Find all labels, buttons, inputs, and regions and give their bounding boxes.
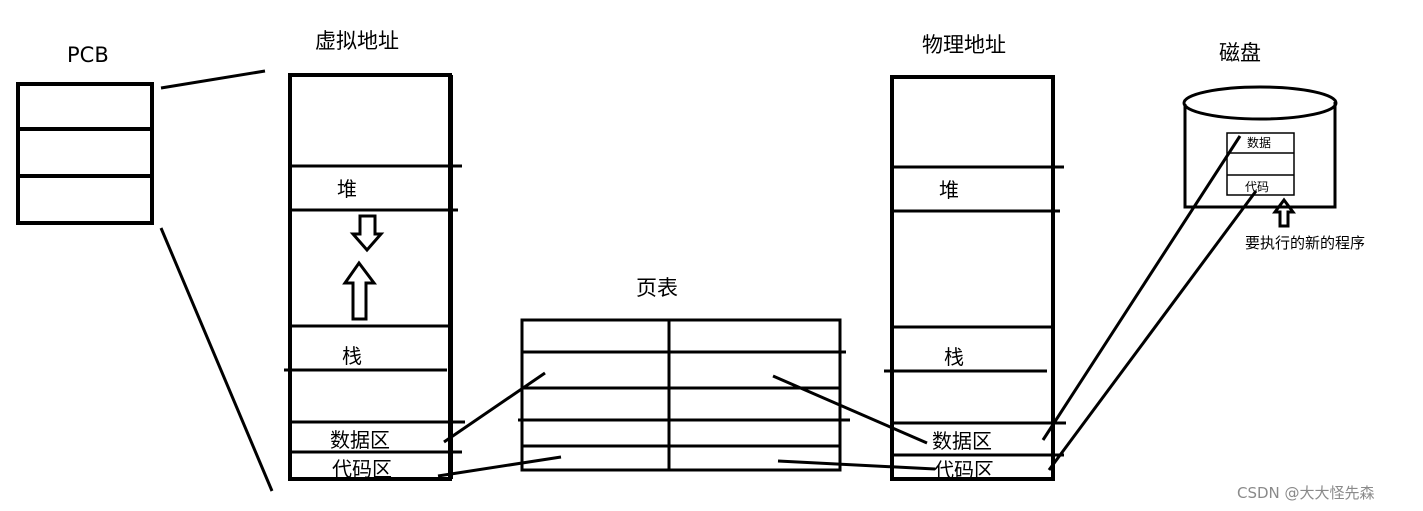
- virtual-address-space: 虚拟地址 堆 栈 数据区 代码区: [284, 29, 465, 481]
- disk-title: 磁盘: [1219, 41, 1261, 65]
- pcb-box: [16, 82, 154, 225]
- new-program-arrow-icon: [1272, 197, 1296, 228]
- pcb-title: PCB: [67, 43, 109, 67]
- page-table-title: 页表: [636, 276, 678, 300]
- physical-memory-box: [890, 75, 1055, 481]
- new-program-note: 要执行的新的程序: [1245, 234, 1365, 252]
- physical-data-label: 数据区: [932, 429, 992, 453]
- watermark: CSDN @大大怪先森: [1237, 484, 1375, 502]
- pcb-connector-bottom: [159, 227, 274, 492]
- physical-stack-label: 栈: [944, 345, 964, 369]
- physical-heap-label: 堆: [939, 178, 959, 202]
- page-table-box: [520, 318, 842, 472]
- mapping-line-physical-data: [772, 374, 928, 445]
- virtual-stack-label: 栈: [342, 344, 362, 368]
- physical-address-space: 物理地址 堆 栈 数据区 代码区: [884, 33, 1066, 482]
- disk-code-label: 代码: [1245, 180, 1269, 194]
- disk-line-code: [1047, 190, 1258, 471]
- mapping-line-physical-code: [777, 459, 936, 471]
- virtual-code-label: 代码区: [332, 457, 392, 481]
- pcb-connector-top: [160, 69, 266, 90]
- page-table: 页表: [518, 276, 850, 472]
- disk-cylinder-body: [1183, 102, 1337, 209]
- disk-cylinder-top: [1182, 85, 1338, 121]
- disk-contents-box: [1226, 132, 1295, 196]
- stack-grow-up-arrow-icon: [342, 260, 377, 321]
- physical-address-title: 物理地址: [922, 33, 1006, 57]
- virtual-data-label: 数据区: [330, 428, 390, 452]
- disk: 磁盘 数据 代码 要执行的新的程序: [1182, 41, 1365, 252]
- virtual-heap-label: 堆: [337, 177, 357, 201]
- disk-data-label: 数据: [1247, 135, 1271, 150]
- physical-code-label: 代码区: [934, 458, 994, 482]
- pcb-block: PCB: [16, 43, 154, 225]
- heap-grow-down-arrow-icon: [349, 214, 385, 253]
- mapping-line-virtual-data: [443, 371, 546, 444]
- disk-line-data: [1041, 135, 1242, 441]
- mapping-line-virtual-code: [437, 455, 562, 478]
- virtual-address-title: 虚拟地址: [315, 29, 399, 53]
